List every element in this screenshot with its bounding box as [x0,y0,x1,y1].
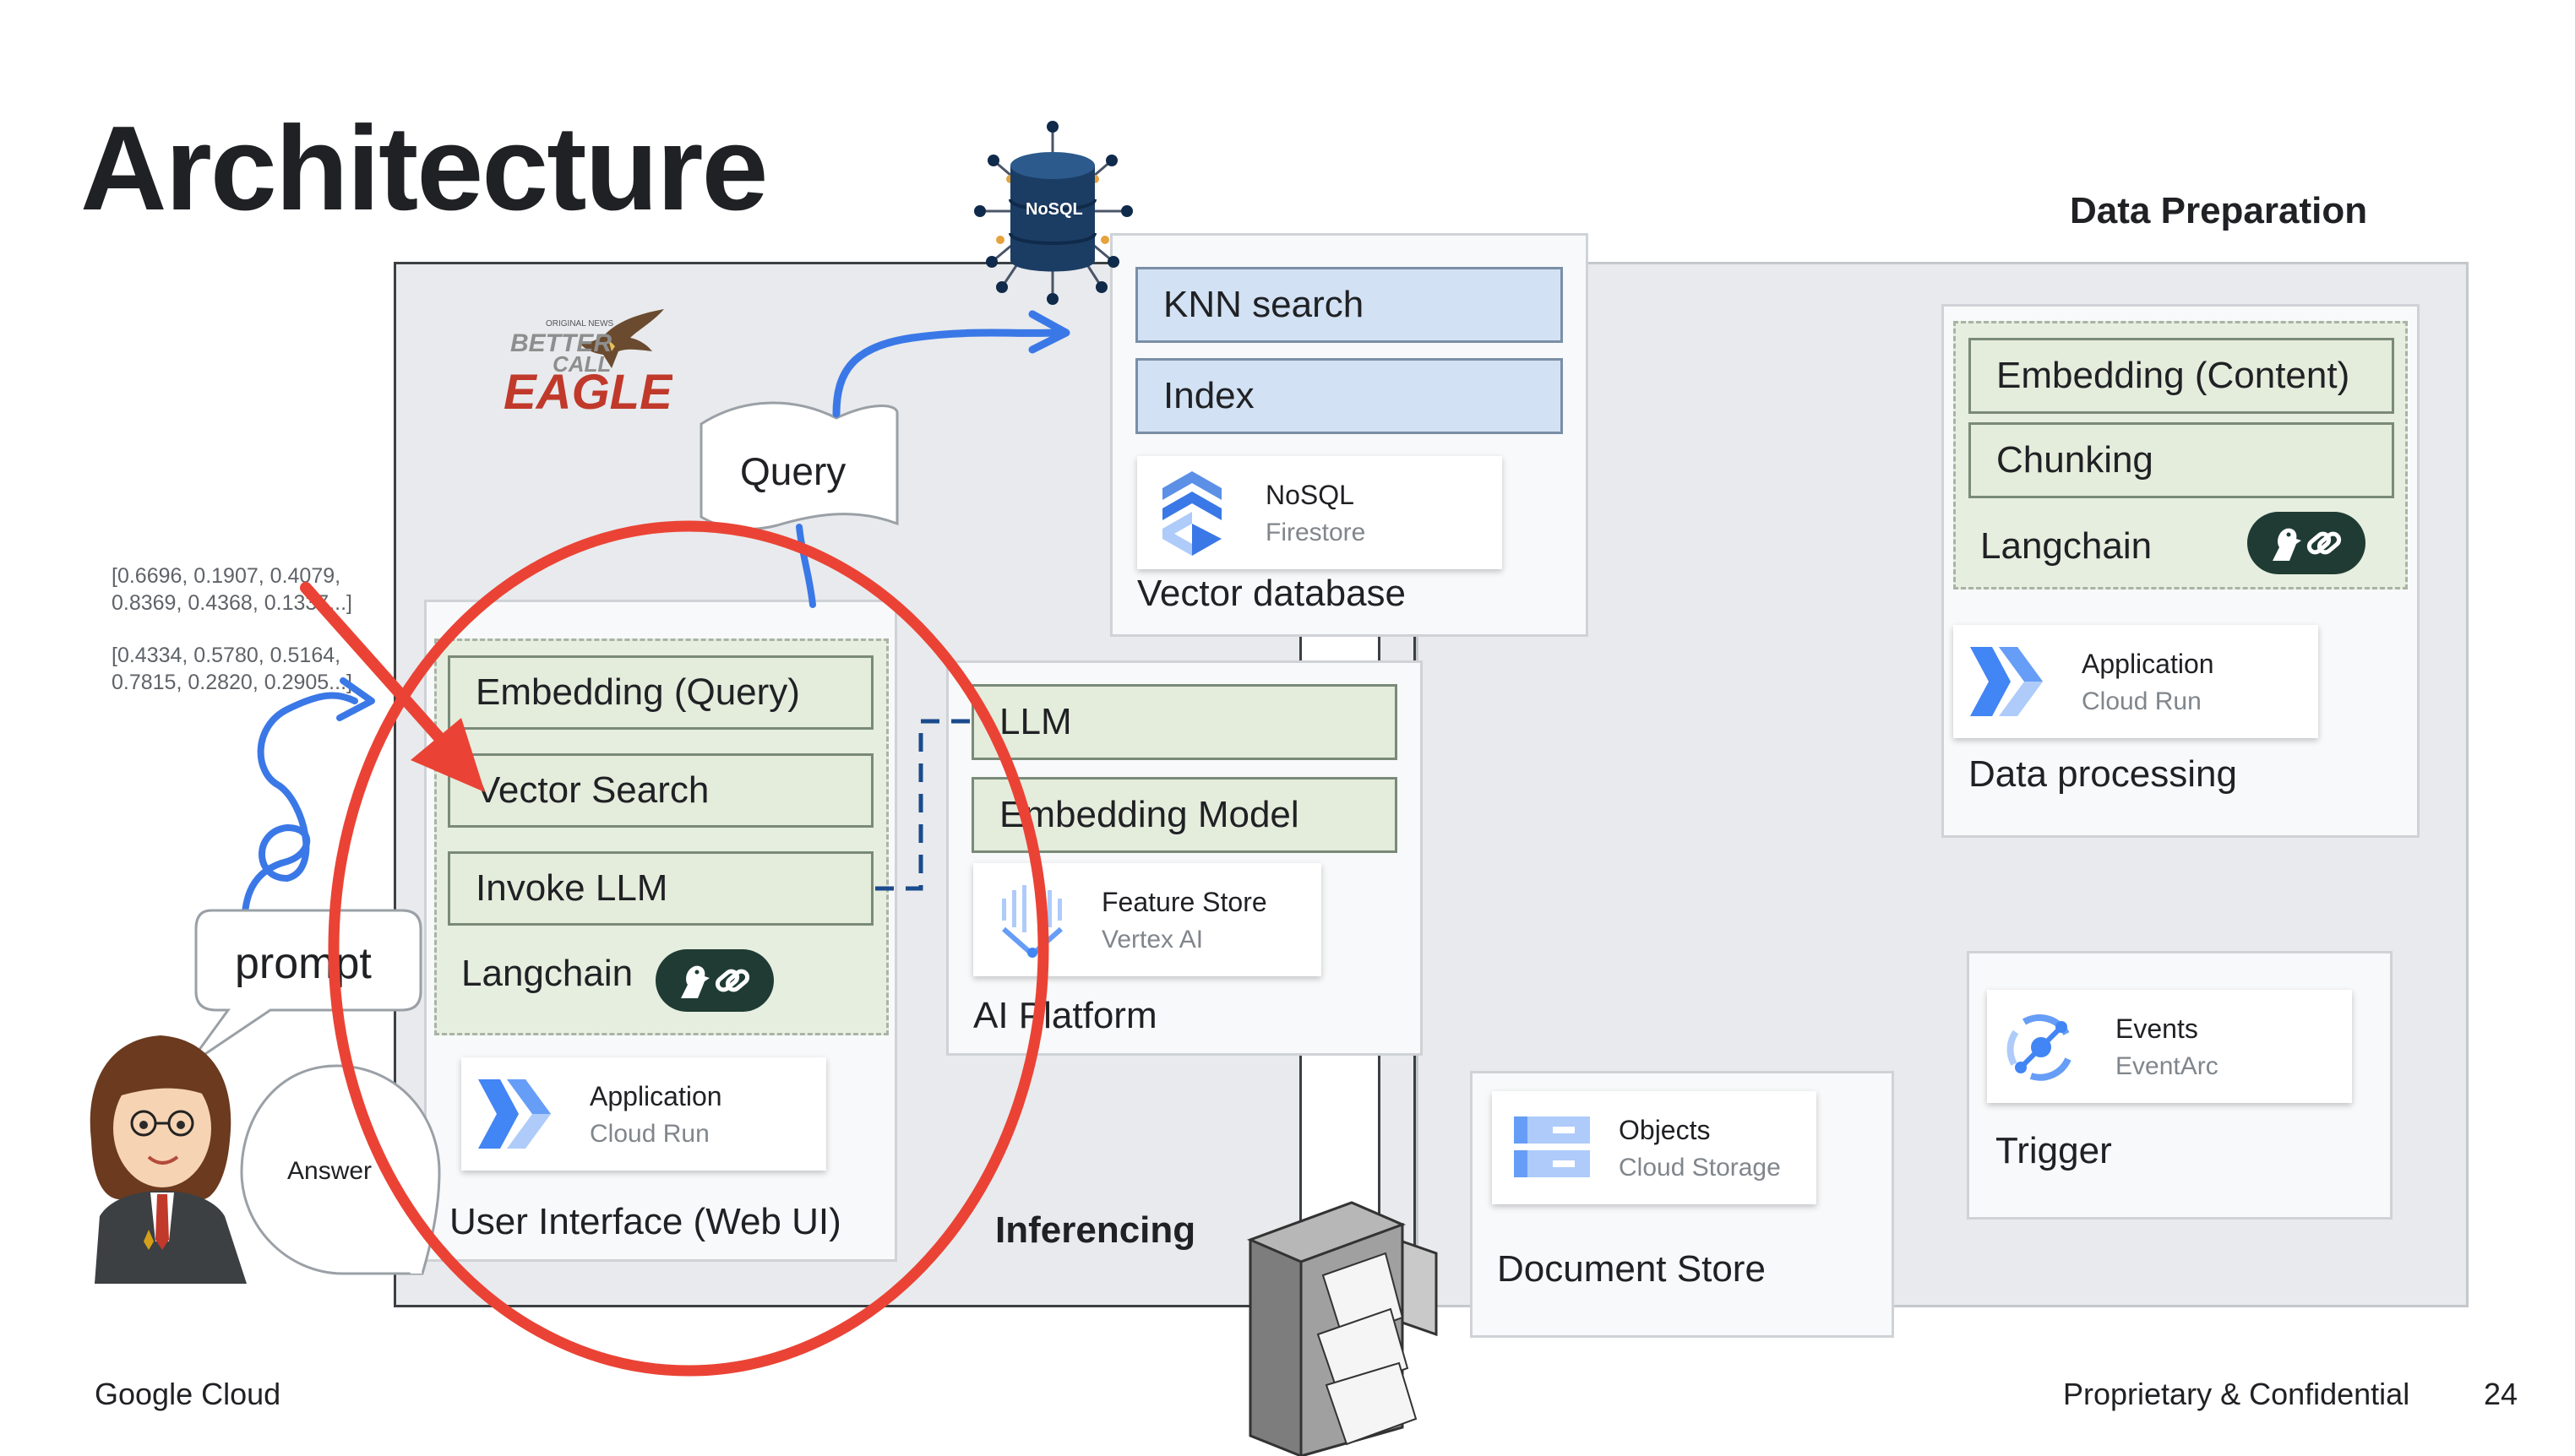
logo-line2: CALL [553,351,611,377]
invoke-llm-to-llm-connector [875,719,970,891]
query-label: Query [740,449,846,493]
feature-store-card: Feature Store Vertex AI [973,863,1321,976]
dp-cloudrun-sub: Cloud Run [2082,687,2202,715]
ui-cloudrun-card: Application Cloud Run [461,1057,826,1171]
parrot-link-icon [2273,528,2342,561]
data-preparation-title: Data Preparation [2070,190,2368,231]
vector-line-3: [0.4334, 0.5780, 0.5164, [112,644,341,667]
logo-line3: EAGLE [504,365,672,419]
data-processing-label: Data processing [1968,753,2237,795]
vector-database-label: Vector database [1137,573,1407,614]
footer-confidential: Proprietary & Confidential [2063,1377,2410,1411]
query-to-knn-arrow [832,329,1060,418]
ai-platform-label: AI Platform [973,995,1157,1036]
filing-cabinet-icon [1246,1201,1438,1456]
logo-line1: BETTER [510,329,612,357]
answer-bubble-shape [240,1064,441,1275]
eventarc-card: Events EventArc [1987,990,2352,1103]
eagle-icon [580,309,664,368]
firestore-card: NoSQL Firestore [1137,456,1502,569]
cloud-storage-title: Objects [1619,1115,1711,1145]
prompt-bubble-shape [186,909,422,1068]
feature-store-sub: Vertex AI [1102,926,1204,953]
embedding-model-box: Embedding Model [972,777,1397,853]
knn-search-box: KNN search [1135,267,1563,343]
slide-title: Architecture [80,101,768,236]
cloud-run-icon [1970,647,2043,716]
parrot-link-icon-ui [681,965,750,998]
inferencing-title: Inferencing [995,1209,1196,1251]
eventarc-icon [2006,1014,2071,1081]
data-processing-cloudrun-card: Application Cloud Run [1953,625,2318,738]
prompt-to-embedding-line [241,692,358,941]
prompt-to-embedding-arrowhead [336,677,375,721]
firestore-card-sub: Firestore [1266,519,1366,546]
llm-box: LLM [972,684,1397,760]
embedding-content-box: Embedding (Content) [1968,338,2394,414]
langchain-badge-dp [2247,512,2365,574]
firestore-icon [1162,471,1222,556]
index-box: Index [1135,358,1563,434]
user-avatar-icon [90,1035,247,1284]
cloud-run-icon-ui [478,1079,551,1149]
document-store-label: Document Store [1497,1248,1766,1290]
cloud-storage-icon [1514,1116,1590,1177]
answer-label: Answer [287,1157,372,1185]
query-to-knn-arrowhead [1028,310,1070,354]
trigger-label: Trigger [1995,1130,2112,1171]
eventarc-title: Events [2115,1013,2198,1044]
data-processing-langchain-label: Langchain [1980,525,2153,567]
ui-cloudrun-sub: Cloud Run [590,1120,710,1148]
highlight-arrow-head [411,718,485,792]
vector-search-to-query-line [796,524,816,608]
chunking-box: Chunking [1968,422,2394,498]
cloud-storage-card: Objects Cloud Storage [1492,1091,1816,1204]
logo-top-text: ORIGINAL NEWS [546,319,614,329]
footer-brand: Google Cloud [95,1377,281,1411]
dp-cloudrun-title: Application [2082,649,2214,679]
eventarc-sub: EventArc [2115,1052,2218,1080]
firestore-card-title: NoSQL [1266,480,1354,510]
user-interface-label: User Interface (Web UI) [449,1201,841,1242]
vector-search-box: Vector Search [448,753,874,828]
invoke-llm-box: Invoke LLM [448,851,874,926]
langchain-badge-ui [656,949,774,1012]
nosql-database-icon: NoSQL [974,121,1133,305]
highlight-ellipse [328,520,1049,1377]
feature-store-title: Feature Store [1102,887,1267,917]
nosql-icon-text: NoSQL [1026,200,1083,219]
cloud-storage-sub: Cloud Storage [1619,1154,1781,1182]
better-call-eagle-logo: ORIGINAL NEWS BETTER CALL EAGLE [504,301,674,420]
prompt-label: prompt [235,939,372,988]
ui-langchain-label: Langchain [461,953,634,994]
highlight-arrow-shaft [300,582,462,763]
page-number: 24 [2484,1377,2518,1411]
ui-cloudrun-title: Application [590,1081,722,1111]
vector-line-4: 0.7815, 0.2820, 0.2905...] [112,671,352,694]
embedding-query-box: Embedding (Query) [448,655,874,730]
